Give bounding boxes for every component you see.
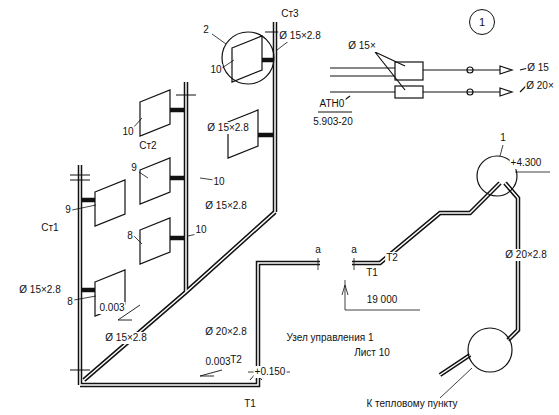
label: 1: [499, 132, 507, 144]
label: 9: [64, 204, 72, 216]
label: Ø 20×2.8: [504, 249, 547, 261]
label: Ø 20×: [525, 80, 555, 92]
label: 8: [126, 230, 134, 242]
label: 0.003: [204, 356, 231, 368]
label: Т1: [243, 398, 257, 410]
label: 10: [121, 126, 134, 138]
label: Лист 10: [353, 347, 391, 359]
callout-circle: 1: [469, 9, 495, 35]
callout-number: 1: [479, 16, 485, 28]
label: 8: [66, 296, 74, 308]
label: 5.903-20: [312, 116, 353, 128]
label: Ø 20×2.8: [204, 326, 247, 338]
label: Ø 15×2.8: [18, 284, 61, 296]
label: К тепловому пункту: [365, 398, 458, 410]
label: а: [350, 244, 358, 256]
label: Ø 15×: [347, 40, 377, 52]
label: Ø 15: [526, 62, 550, 74]
label: Ø 15×2.8: [278, 30, 321, 42]
label: +4.300: [510, 157, 543, 169]
label: Ст3: [280, 8, 299, 20]
label: +0.150: [254, 366, 287, 378]
label: а: [314, 244, 322, 256]
label: Ø 15×2.8: [104, 332, 147, 344]
label: 10: [209, 64, 222, 76]
label: Узел управления 1: [286, 332, 375, 344]
label: АТН0: [319, 98, 346, 110]
label: Ст1: [40, 222, 59, 234]
label: 9: [130, 162, 138, 174]
label: 19 000: [366, 294, 399, 306]
label: 10: [212, 176, 225, 188]
label: Ст2: [138, 140, 157, 152]
label: Т2: [385, 252, 399, 264]
label: Т1: [365, 267, 379, 279]
label: Ø 15×2.8: [204, 200, 247, 212]
label: 0.003: [98, 302, 125, 314]
label: 2: [202, 24, 210, 36]
label: Ø 15×2.8: [206, 122, 249, 134]
label: 10: [194, 224, 207, 236]
